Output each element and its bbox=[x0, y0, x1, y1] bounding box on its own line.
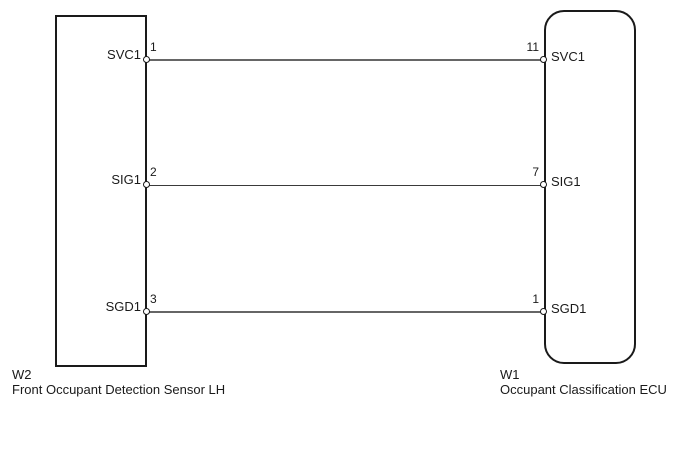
right-pin-number: 11 bbox=[526, 40, 539, 54]
left-terminal-node-icon bbox=[143, 308, 150, 315]
right-pin-label: SIG1 bbox=[551, 174, 581, 189]
left-pin-number: 1 bbox=[150, 40, 157, 54]
wire-group-svc1: 1 SVC1 11 SVC1 bbox=[0, 40, 688, 80]
left-pin-label: SVC1 bbox=[107, 47, 141, 62]
right-pin-label: SVC1 bbox=[551, 49, 585, 64]
wire-group-sgd1: 3 SGD1 1 SGD1 bbox=[0, 292, 688, 332]
left-component-name: Front Occupant Detection Sensor LH bbox=[12, 382, 226, 397]
right-component-caption: W1 Occupant Classification ECU bbox=[500, 367, 667, 397]
left-pin-label: SGD1 bbox=[105, 299, 141, 314]
wire-line-svc1 bbox=[147, 59, 544, 61]
right-terminal-node-icon bbox=[540, 56, 547, 63]
wire-line-sig1 bbox=[147, 185, 544, 186]
left-terminal-node-icon bbox=[143, 181, 150, 188]
left-pin-number: 3 bbox=[150, 292, 157, 306]
right-pin-label: SGD1 bbox=[551, 301, 587, 316]
left-terminal-node-icon bbox=[143, 56, 150, 63]
left-component-caption: W2 Front Occupant Detection Sensor LH bbox=[12, 367, 225, 397]
right-terminal-node-icon bbox=[540, 181, 547, 188]
left-pin-label: SIG1 bbox=[111, 172, 141, 187]
right-terminal-node-icon bbox=[540, 308, 547, 315]
right-component-name: Occupant Classification ECU bbox=[500, 382, 667, 397]
right-component-code: W1 bbox=[500, 367, 520, 382]
wire-group-sig1: 2 SIG1 7 SIG1 bbox=[0, 165, 688, 205]
left-component-code: W2 bbox=[12, 367, 32, 382]
right-pin-number: 1 bbox=[532, 292, 539, 306]
wire-line-sgd1 bbox=[147, 311, 544, 313]
left-component-box bbox=[55, 15, 147, 367]
right-pin-number: 7 bbox=[532, 165, 539, 179]
left-pin-number: 2 bbox=[150, 165, 157, 179]
